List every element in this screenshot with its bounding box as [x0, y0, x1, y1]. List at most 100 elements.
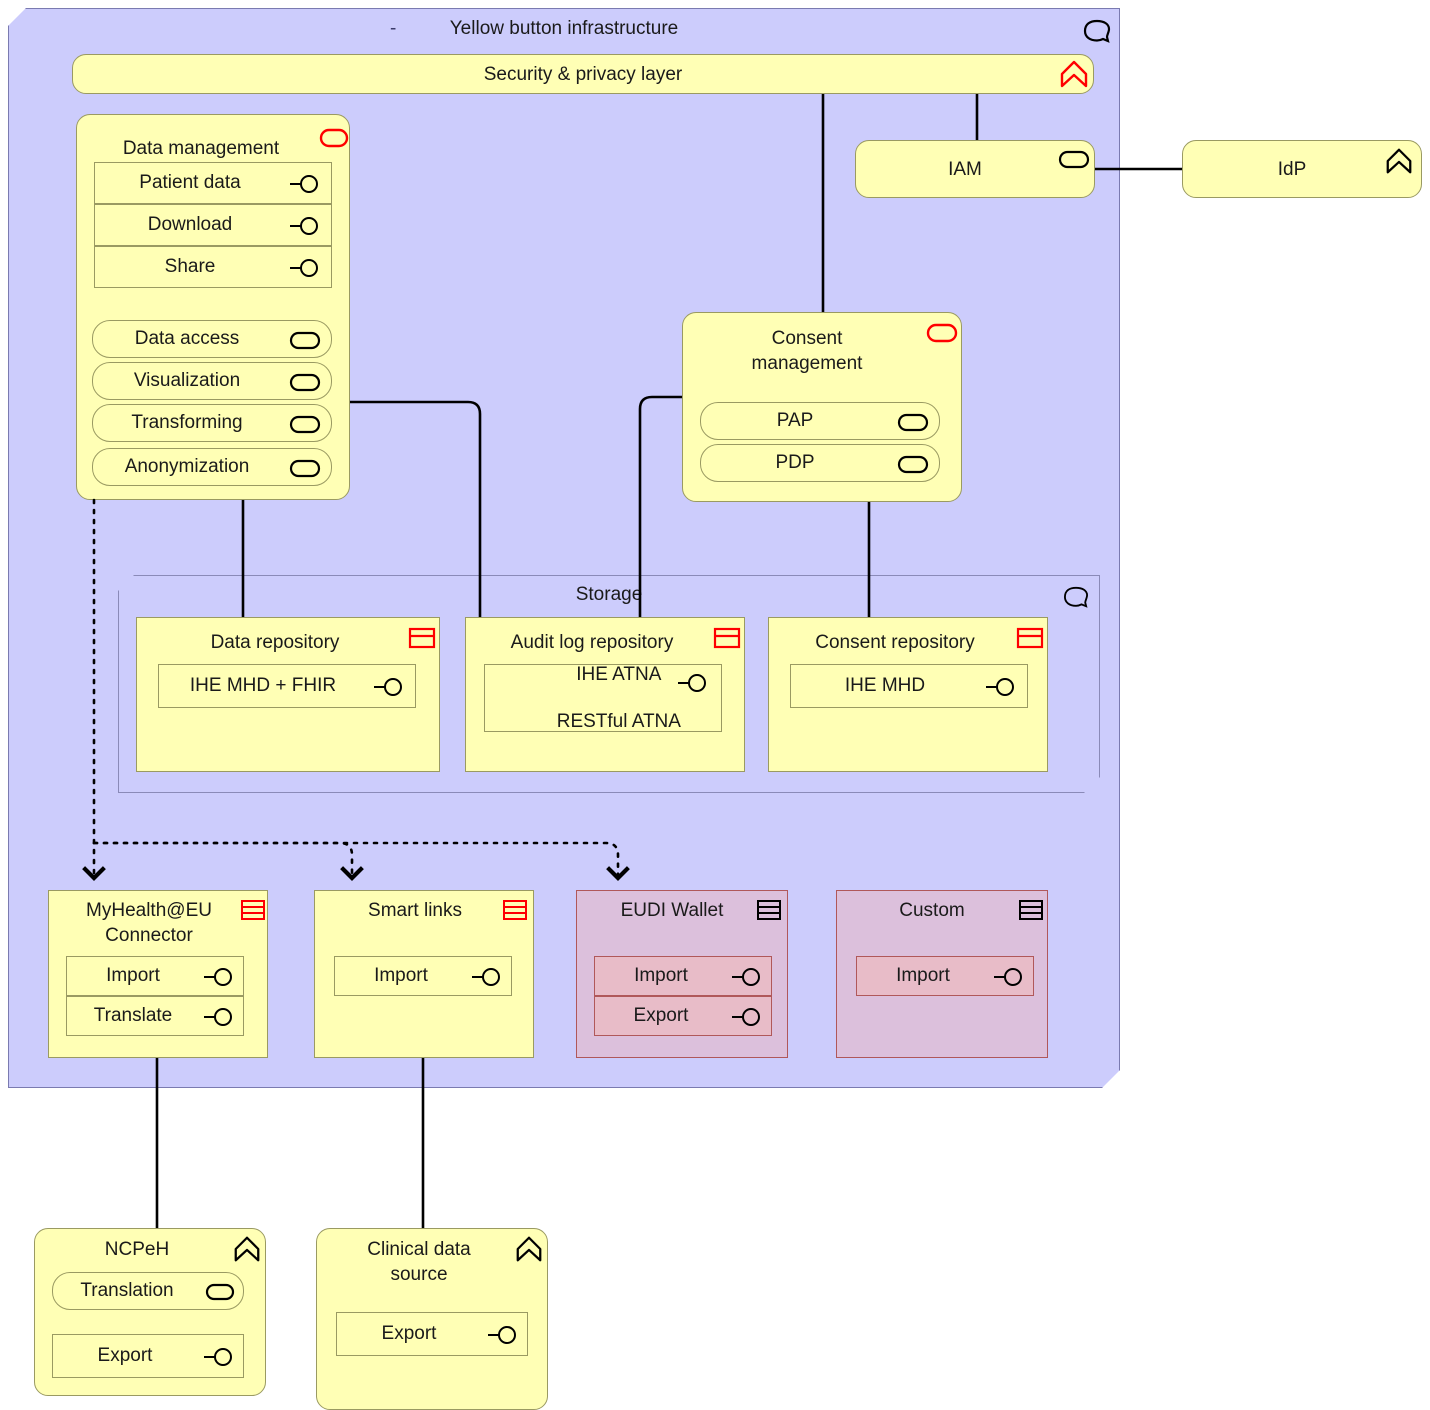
ncpeh-service-translation[interactable]: Translation	[52, 1272, 244, 1310]
application-component-icon	[897, 455, 929, 474]
application-component-icon	[897, 413, 929, 432]
node-stack-icon	[757, 900, 781, 920]
ncpeh-interface-export[interactable]: Export	[52, 1334, 244, 1378]
service-label: Visualization	[133, 370, 241, 391]
data-management-interface-share[interactable]: Share	[94, 246, 332, 288]
consent-service-pdp[interactable]: PDP	[700, 444, 940, 482]
lollipop-interface-icon	[290, 217, 318, 235]
node-stack-icon	[503, 900, 527, 920]
connector-label: Smart links	[368, 900, 462, 921]
node-icon	[713, 627, 741, 649]
chevron-up-icon	[234, 1236, 260, 1262]
data-management-service-anonymization[interactable]: Anonymization	[92, 448, 332, 486]
application-component-icon	[205, 1283, 235, 1301]
interface-label: Share	[164, 256, 216, 277]
consent-management-label-line1: Consent	[771, 328, 843, 349]
service-label: Translation	[80, 1280, 174, 1301]
lollipop-interface-icon	[204, 1348, 232, 1366]
node-stack-icon	[1019, 900, 1043, 920]
idp-label: IdP	[1277, 159, 1307, 180]
data-management-label: Data management	[122, 138, 280, 159]
interface-label: Export	[97, 1345, 153, 1366]
lollipop-interface-icon	[374, 678, 402, 696]
interface-label: IHE MHD + FHIR	[189, 675, 337, 696]
iam-component[interactable]: IAM	[855, 140, 1095, 198]
page-title: Yellow button infrastructure -	[8, 8, 1120, 48]
lollipop-interface-icon	[986, 678, 1014, 696]
lollipop-interface-icon	[204, 1008, 232, 1026]
clinical-data-source-interface-export[interactable]: Export	[336, 1312, 528, 1356]
connector-myhealth-interface-import[interactable]: Import	[66, 956, 244, 996]
connector-eudi-interface-export[interactable]: Export	[594, 996, 772, 1036]
lollipop-interface-icon	[488, 1326, 516, 1344]
interface-label: Patient data	[139, 172, 241, 193]
interface-label: Import	[106, 965, 160, 986]
application-component-icon	[289, 415, 321, 434]
audit-log-repository-label: Audit log repository	[510, 632, 674, 653]
lollipop-interface-icon	[290, 175, 318, 193]
grouping-title-dash: -	[390, 18, 397, 39]
consent-repository-label: Consent repository	[815, 632, 975, 653]
audit-log-repository-interface[interactable]: IHE ATNA RESTful ATNA	[484, 664, 722, 732]
external-label: Clinical data source	[317, 1238, 547, 1287]
data-management-service-transforming[interactable]: Transforming	[92, 404, 332, 442]
interface-label: Import	[896, 965, 950, 986]
connector-eudi-interface-import[interactable]: Import	[594, 956, 772, 996]
lollipop-interface-icon	[732, 968, 760, 986]
consent-service-pap[interactable]: PAP	[700, 402, 940, 440]
connector-myhealth-interface-translate[interactable]: Translate	[66, 996, 244, 1036]
service-label: Data access	[134, 328, 240, 349]
connector-custom-interface-import[interactable]: Import	[856, 956, 1034, 996]
application-component-icon	[1058, 150, 1090, 169]
interface-label: Export	[381, 1323, 437, 1344]
node-icon	[408, 627, 436, 649]
consent-management-label-line2: management	[751, 352, 863, 374]
interface-label: IHE MHD	[844, 675, 926, 696]
storage-title: Storage	[118, 575, 1100, 609]
service-label: Anonymization	[124, 456, 250, 477]
data-repository-label: Data repository	[210, 632, 340, 653]
lollipop-interface-icon	[204, 968, 232, 986]
interface-label: Download	[147, 214, 233, 235]
data-management-service-data-access[interactable]: Data access	[92, 320, 332, 358]
connector-label-line2: Connector	[105, 924, 193, 946]
chevron-up-icon	[516, 1236, 542, 1262]
service-label: PDP	[775, 452, 815, 473]
grouping-icon	[1083, 19, 1111, 43]
data-management-interface-download[interactable]: Download	[94, 204, 332, 246]
storage-group	[118, 575, 1100, 793]
connector-label-line1: MyHealth@EU	[86, 900, 212, 921]
security-privacy-layer[interactable]: Security & privacy layer	[72, 54, 1094, 94]
lollipop-interface-icon	[732, 1008, 760, 1026]
interface-label: IHE ATNA RESTful ATNA	[485, 640, 721, 756]
application-component-icon	[289, 373, 321, 392]
data-repository-interface[interactable]: IHE MHD + FHIR	[158, 664, 416, 708]
idp-component[interactable]: IdP	[1182, 140, 1422, 198]
storage-title-label: Storage	[575, 584, 643, 605]
consent-repository-interface[interactable]: IHE MHD	[790, 664, 1028, 708]
connector-label: EUDI Wallet	[620, 900, 724, 921]
lollipop-interface-icon	[994, 968, 1022, 986]
iam-label: IAM	[948, 159, 982, 180]
node-icon	[1016, 627, 1044, 649]
chevron-up-icon	[1060, 60, 1088, 88]
consent-management-label: Consent management	[683, 327, 961, 376]
lollipop-interface-icon	[290, 259, 318, 277]
node-stack-icon	[241, 900, 265, 920]
external-label-line1: Clinical data	[367, 1239, 471, 1260]
application-component-icon	[289, 331, 321, 350]
data-management-interface-patient-data[interactable]: Patient data	[94, 162, 332, 204]
interface-label: Import	[634, 965, 688, 986]
external-label: NCPeH	[104, 1239, 170, 1260]
interface-label-line1: IHE ATNA	[576, 664, 662, 686]
security-privacy-layer-label: Security & privacy layer	[483, 64, 683, 85]
application-component-icon	[926, 323, 958, 343]
external-label-line2: source	[390, 1263, 448, 1285]
lollipop-interface-icon	[678, 674, 706, 692]
data-management-service-visualization[interactable]: Visualization	[92, 362, 332, 400]
service-label: Transforming	[131, 412, 243, 433]
chevron-up-icon	[1386, 148, 1412, 174]
interface-label: Translate	[93, 1005, 173, 1026]
connector-smart-links-interface-import[interactable]: Import	[334, 956, 512, 996]
